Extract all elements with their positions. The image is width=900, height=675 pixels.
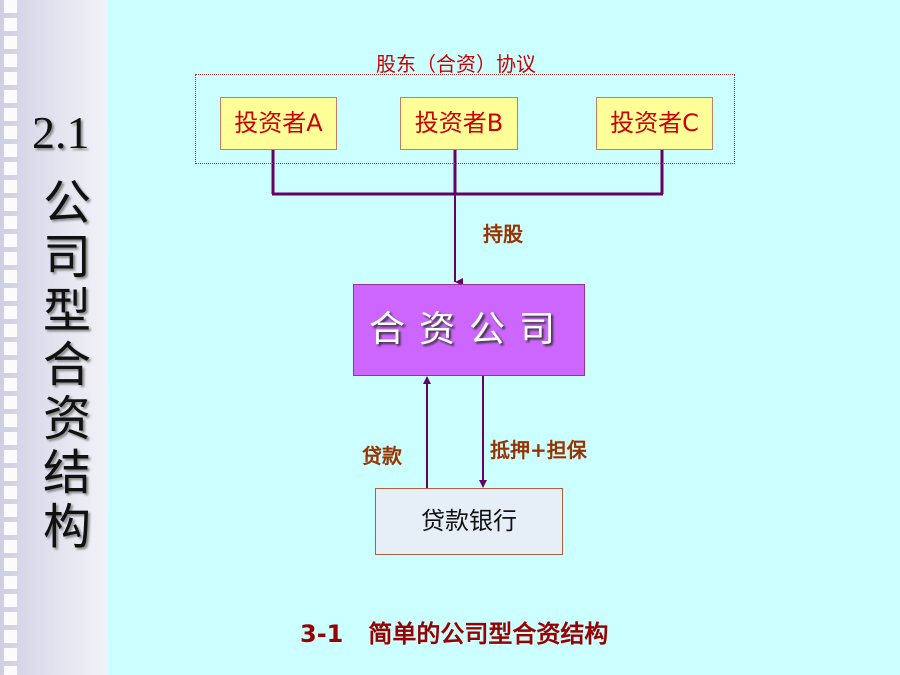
collateral-arrowhead — [479, 480, 487, 488]
jv-company-box: 合资公司 — [353, 284, 585, 376]
sidebar-decoration — [4, 0, 26, 675]
bank-box: 贷款银行 — [375, 488, 563, 555]
loan-arrowhead — [423, 376, 431, 384]
loan-label: 贷款 — [362, 444, 402, 468]
investor-b-box: 投资者B — [400, 97, 518, 150]
holding-label: 持股 — [483, 222, 523, 246]
agreement-label: 股东（合资）协议 — [376, 52, 536, 76]
investor-a-box: 投资者A — [220, 97, 337, 150]
sidebar: 2.1 公司型合资结构 — [0, 0, 108, 675]
investor-c-box: 投资者C — [596, 97, 713, 150]
figure-caption: 3-1 简单的公司型合资结构 — [300, 620, 609, 648]
agreement-boundary — [195, 74, 735, 164]
section-number: 2.1 — [32, 107, 90, 158]
section-title: 公司型合资结构 — [42, 175, 91, 555]
collateral-label: 抵押+担保 — [490, 438, 587, 462]
